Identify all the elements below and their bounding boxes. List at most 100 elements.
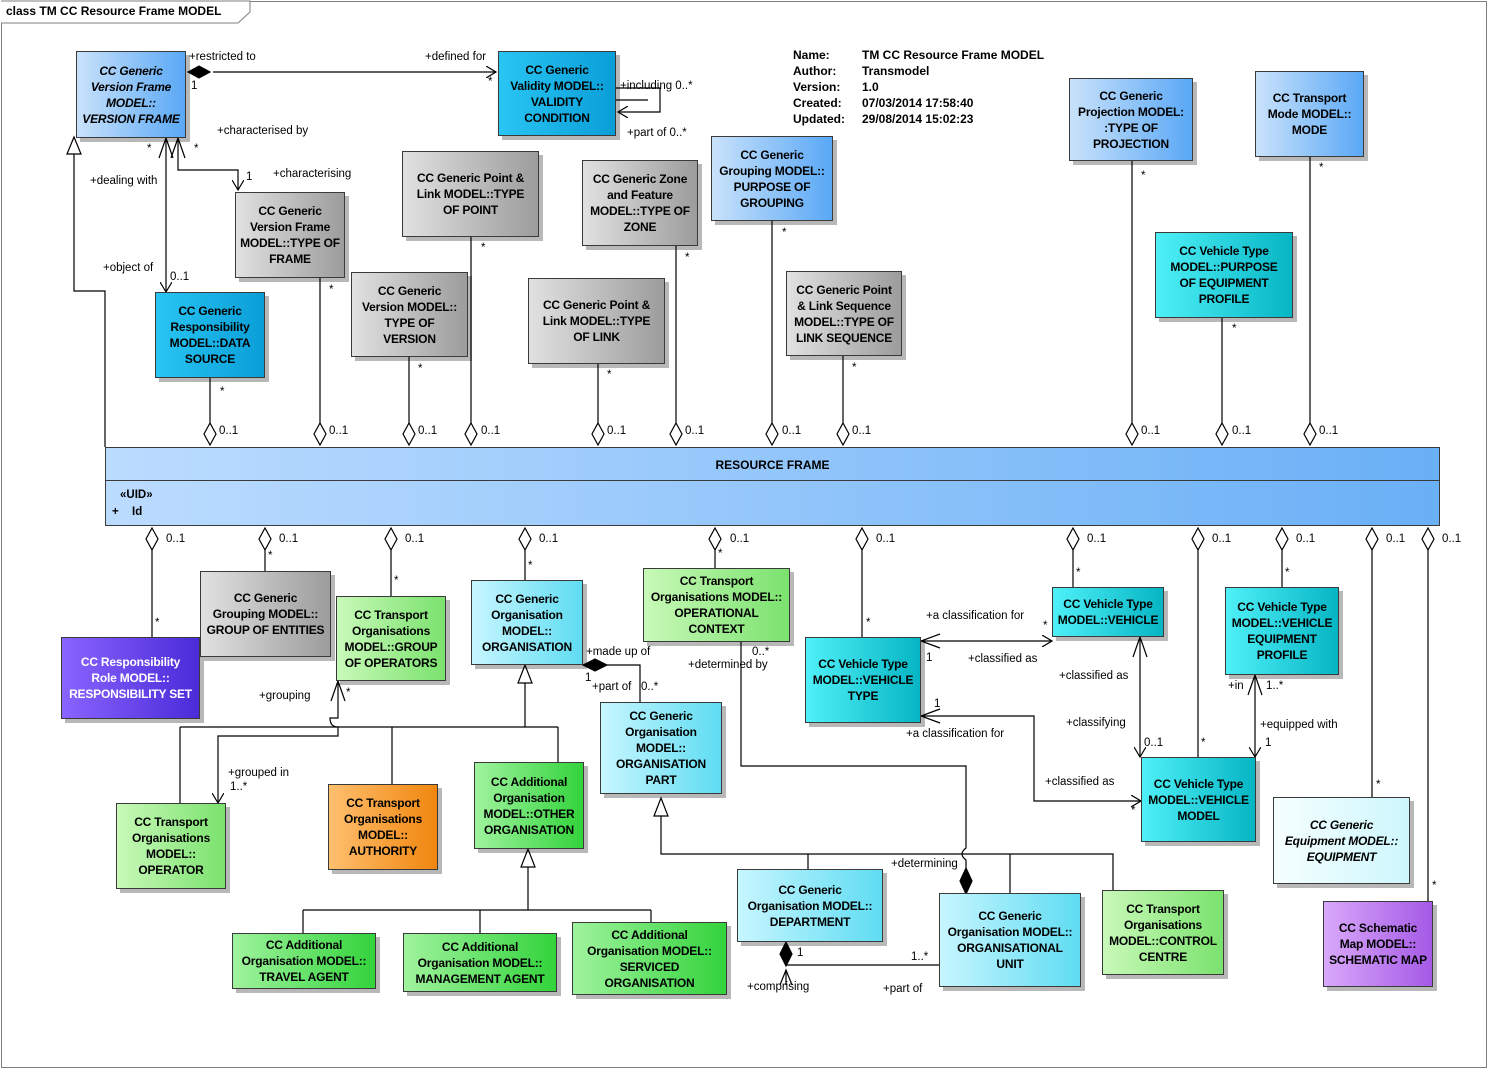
multiplicity-star: *	[1201, 737, 1206, 749]
class-type-of-link[interactable]: CC Generic Point & Link MODEL::TYPE OF L…	[528, 278, 665, 364]
class-purpose-of-equipment-profile[interactable]: CC Vehicle Type MODEL::PURPOSE OF EQUIPM…	[1155, 232, 1293, 318]
aggregation-diamond	[1215, 421, 1229, 447]
class-organisational-unit[interactable]: CC Generic Organisation MODEL:: ORGANISA…	[939, 893, 1081, 987]
generalisation-arrow	[520, 847, 536, 868]
class-type-of-zone[interactable]: CC Generic Zone and Feature MODEL::TYPE …	[582, 160, 698, 246]
multiplicity-star: *	[1076, 567, 1081, 579]
label-part-of-star: +part of 0..*	[627, 127, 687, 139]
multiplicity-zero-one: 0..1	[481, 425, 501, 437]
class-vehicle-model[interactable]: CC Vehicle Type MODEL::VEHICLE MODEL	[1141, 757, 1256, 842]
class-type-of-point[interactable]: CC Generic Point & Link MODEL::TYPE OF P…	[402, 151, 539, 237]
link-vehicle-model-classification-head	[919, 708, 941, 724]
class-management-agent[interactable]: CC Additional Organisation MODEL:: MANAG…	[403, 933, 557, 992]
multiplicity-zero-one: 0..1	[1232, 425, 1252, 437]
multiplicity-zero-one: 0..1	[329, 425, 349, 437]
aggregation-diamond	[1275, 526, 1289, 552]
class-resource-frame[interactable]: RESOURCE FRAME «UID» + Id	[105, 447, 1440, 526]
class-organisation[interactable]: CC Generic Organisation MODEL:: ORGANISA…	[471, 580, 583, 665]
diagram-title-tab: class TM CC Resource Frame MODEL	[0, 0, 252, 24]
class-operational-context[interactable]: CC Transport Organisations MODEL:: OPERA…	[643, 568, 790, 642]
diamond-composite	[959, 866, 973, 896]
link-comprising[interactable]	[785, 964, 939, 985]
multiplicity-zero-star: 0..*	[752, 646, 770, 658]
multiplicity-zero-one: 0..1	[219, 425, 239, 437]
aggregation-diamond	[258, 526, 272, 552]
multiplicity-star: *	[1232, 323, 1237, 335]
aggregation-diamond	[1421, 526, 1435, 552]
link-determined-by[interactable]	[740, 642, 967, 872]
class-department[interactable]: CC Generic Organisation MODEL:: DEPARTME…	[737, 869, 883, 942]
updated-key: Updated:	[793, 112, 845, 126]
multiplicity-star: *	[481, 242, 486, 254]
aggregation-diamond	[203, 421, 217, 447]
label-classified-as: +classified as	[968, 653, 1038, 665]
multiplicity-one: 1	[191, 80, 198, 92]
class-validity-condition[interactable]: CC Generic Validity MODEL:: VALIDITY CON…	[498, 51, 616, 136]
class-authority[interactable]: CC Transport Organisations MODEL:: AUTHO…	[328, 784, 438, 870]
class-data-source[interactable]: CC Generic Responsibility MODEL::DATA SO…	[155, 292, 265, 378]
class-serviced-organisation[interactable]: CC Additional Organisation MODEL:: SERVI…	[572, 922, 727, 995]
class-vehicle-equipment-profile[interactable]: CC Vehicle Type MODEL::VEHICLE EQUIPMENT…	[1225, 587, 1339, 675]
aggregation-diamond	[464, 421, 478, 447]
aggregation-diamond	[313, 421, 327, 447]
class-version-frame[interactable]: CC Generic Version Frame MODEL:: VERSION…	[76, 51, 186, 138]
label-dealing-with: +dealing with	[90, 175, 158, 187]
multiplicity-zero-one: 0..1	[1141, 425, 1161, 437]
generalisation-arrow	[517, 663, 533, 684]
link-grouping[interactable]	[218, 681, 339, 803]
multiplicity-zero-one: 0..1	[852, 425, 872, 437]
class-travel-agent[interactable]: CC Additional Organisation MODEL:: TRAVE…	[232, 933, 376, 989]
multiplicity-zero-one: 0..1	[782, 425, 802, 437]
label-classified-as-2: +classified as	[1059, 670, 1129, 682]
link-generalisation-part	[660, 816, 1114, 893]
link-generalisation-other	[302, 867, 652, 933]
link-vehicle-model-classification[interactable]	[921, 715, 1141, 801]
link-vehicle-classifying-head	[1132, 635, 1148, 658]
label-classifying: +classifying	[1066, 717, 1126, 729]
class-operator[interactable]: CC Transport Organisations MODEL:: OPERA…	[116, 803, 226, 889]
multiplicity-star: *	[394, 575, 399, 587]
multiplicity-star: *	[718, 548, 723, 560]
link-characterised-by[interactable]	[177, 138, 238, 190]
class-type-of-frame[interactable]: CC Generic Version Frame MODEL::TYPE OF …	[235, 192, 345, 278]
multiplicity-zero-one: 0..1	[1144, 737, 1164, 749]
multiplicity-star: *	[528, 560, 533, 572]
class-schematic-map[interactable]: CC Schematic Map MODEL:: SCHEMATIC MAP	[1323, 901, 1433, 987]
aggregation-diamond	[384, 526, 398, 552]
link-equipped-with-head	[1247, 673, 1263, 696]
multiplicity-zero-one: 0..1	[1442, 533, 1462, 545]
link-self-including[interactable]	[616, 87, 661, 112]
multiplicity-star: *	[852, 362, 857, 374]
version-key: Version:	[793, 80, 841, 94]
class-type-of-version[interactable]: CC Generic Version MODEL:: TYPE OF VERSI…	[351, 272, 468, 357]
multiplicity-zero-one: 0..1	[876, 533, 896, 545]
class-purpose-of-grouping[interactable]: CC Generic Grouping MODEL:: PURPOSE OF G…	[711, 136, 833, 221]
label-determined-by: +determined by	[688, 659, 768, 671]
label-grouped-in: +grouped in	[228, 767, 290, 779]
link-vehicle-classification-head	[919, 633, 941, 649]
class-mode[interactable]: CC Transport Mode MODEL:: MODE	[1255, 71, 1364, 157]
diamond-composite	[186, 65, 212, 79]
diamond-composite	[581, 658, 609, 672]
class-equipment[interactable]: CC Generic Equipment MODEL:: EQUIPMENT	[1273, 797, 1410, 884]
class-vehicle[interactable]: CC Vehicle Type MODEL::VEHICLE	[1052, 587, 1164, 637]
multiplicity-star: *	[220, 386, 225, 398]
class-group-of-entities[interactable]: CC Generic Grouping MODEL:: GROUP OF ENT…	[200, 571, 331, 657]
class-vehicle-type[interactable]: CC Vehicle Type MODEL::VEHICLE TYPE	[805, 637, 921, 723]
class-group-of-operators[interactable]: CC Transport Organisations MODEL::GROUP …	[336, 596, 446, 681]
class-type-of-projection[interactable]: CC Generic Projection MODEL: :TYPE OF PR…	[1069, 78, 1193, 161]
class-organisation-part[interactable]: CC Generic Organisation MODEL:: ORGANISA…	[600, 702, 722, 794]
label-a-classification-for: +a classification for	[926, 610, 1025, 622]
resource-frame-name: RESOURCE FRAME	[715, 458, 830, 472]
class-control-centre[interactable]: CC Transport Organisations MODEL::CONTRO…	[1102, 890, 1224, 975]
label-grouping: +grouping	[259, 690, 311, 702]
class-responsibility-set[interactable]: CC Responsibility Role MODEL:: RESPONSIB…	[61, 637, 200, 719]
multiplicity-zero-one: 0..1	[685, 425, 705, 437]
label-in: +in	[1228, 680, 1244, 692]
model-name: TM CC Resource Frame MODEL	[862, 48, 1045, 62]
link-grouping-head	[330, 679, 346, 702]
multiplicity-one: 1	[585, 672, 592, 684]
multiplicity-one-star: 1..*	[1266, 680, 1284, 692]
class-type-of-link-sequence[interactable]: CC Generic Point & Link Sequence MODEL::…	[786, 271, 902, 356]
class-other-organisation[interactable]: CC Additional Organisation MODEL::OTHER …	[474, 762, 584, 849]
